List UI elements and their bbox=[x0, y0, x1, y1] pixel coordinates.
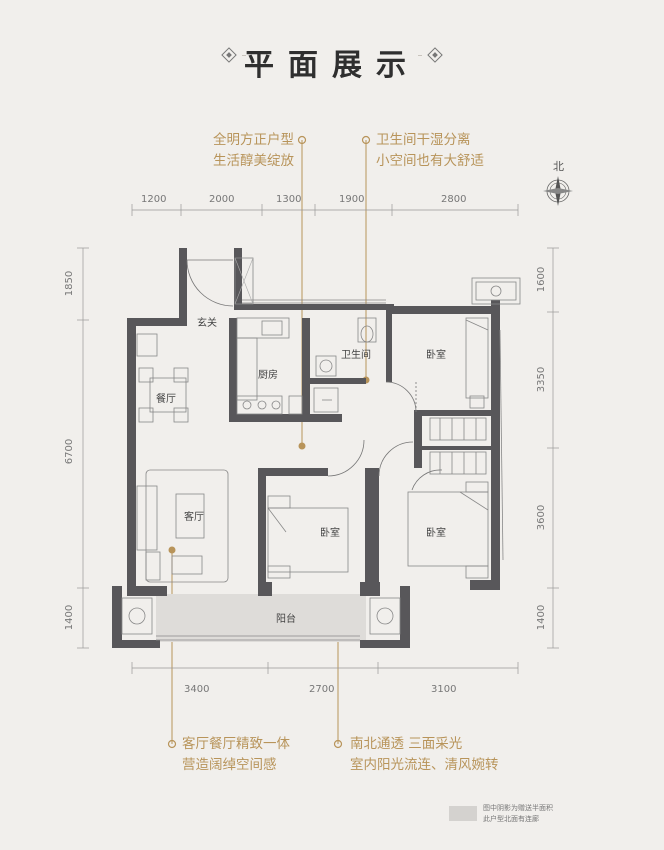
legend-text: 图中阴影为赠送半面积 此户型北面有连廊 bbox=[483, 803, 553, 825]
leader-top-right-ring bbox=[361, 135, 371, 145]
dim-left-3: 1400 bbox=[64, 604, 76, 631]
leader-bottom-right-ring bbox=[333, 739, 343, 749]
callout-top-left: 全明方正户型 生活醇美绽放 bbox=[210, 130, 294, 172]
dim-right-3: 3600 bbox=[536, 504, 548, 531]
dim-ticks-right bbox=[547, 247, 559, 649]
dim-top-4: 1900 bbox=[339, 194, 365, 205]
dim-top-3: 1300 bbox=[276, 194, 302, 205]
dim-ticks-left bbox=[77, 247, 89, 649]
callout-top-right-line1: 卫生间干湿分离 bbox=[376, 132, 471, 148]
dim-top-5: 2800 bbox=[441, 194, 467, 205]
dim-left-1: 1850 bbox=[64, 270, 76, 297]
callout-bottom-left-line1: 客厅餐厅精致一体 bbox=[182, 736, 290, 752]
callout-bottom-right-line1: 南北通透 三面采光 bbox=[350, 736, 463, 752]
legend-line2: 此户型北面有连廊 bbox=[483, 815, 539, 823]
title-rule-left bbox=[242, 55, 246, 56]
callout-bottom-left-line2: 营造阔绰空间感 bbox=[182, 757, 277, 773]
legend-line1: 图中阴影为赠送半面积 bbox=[483, 804, 553, 812]
dim-ticks-bottom bbox=[131, 662, 519, 674]
dim-top-1: 1200 bbox=[141, 194, 167, 205]
leader-top-left-ring bbox=[297, 135, 307, 145]
dim-right-4: 1400 bbox=[536, 604, 548, 631]
bathroom-fixtures bbox=[313, 317, 377, 413]
living-furniture bbox=[136, 469, 229, 583]
room-label-bathroom: 卫生间 bbox=[341, 350, 371, 361]
room-label-dining: 餐厅 bbox=[156, 394, 176, 405]
compass-icon bbox=[543, 176, 573, 206]
room-label-balcony: 阳台 bbox=[276, 614, 296, 625]
balcony-shading bbox=[156, 594, 366, 642]
dim-right-2: 3350 bbox=[536, 366, 548, 393]
callout-bottom-right: 南北通透 三面采光 室内阳光流连、清风婉转 bbox=[350, 734, 499, 776]
room-label-living: 客厅 bbox=[184, 512, 204, 523]
entry-cabinet bbox=[234, 257, 254, 305]
doors bbox=[186, 259, 443, 491]
dim-right-1: 1600 bbox=[536, 266, 548, 293]
title-rule-right bbox=[418, 55, 422, 56]
callout-top-right: 卫生间干湿分离 小空间也有大舒适 bbox=[376, 130, 484, 172]
callout-bottom-left: 客厅餐厅精致一体 营造阔绰空间感 bbox=[182, 734, 290, 776]
callout-top-left-line1: 全明方正户型 bbox=[213, 132, 294, 148]
room-label-bedroom-mid: 卧室 bbox=[320, 528, 340, 539]
dim-bottom-3: 3100 bbox=[431, 684, 457, 695]
entry-cabinet-cross bbox=[234, 257, 254, 305]
bedroom-mid-furniture bbox=[267, 495, 349, 579]
kitchen-fixtures bbox=[236, 317, 303, 415]
bedroom-ne-furniture bbox=[429, 317, 489, 441]
north-label: 北 bbox=[553, 160, 564, 173]
room-label-entry: 玄关 bbox=[197, 318, 217, 329]
leader-bottom-left-dot bbox=[168, 546, 176, 554]
legend-swatch bbox=[449, 806, 477, 821]
walls bbox=[112, 248, 500, 648]
dim-bottom-2: 2700 bbox=[309, 684, 335, 695]
room-label-bedroom-se: 卧室 bbox=[426, 528, 446, 539]
bedroom-se-furniture bbox=[407, 451, 489, 579]
room-label-bedroom-ne: 卧室 bbox=[426, 350, 446, 361]
leader-top-left-dot bbox=[298, 442, 306, 450]
diamond-ornament-left-icon bbox=[221, 47, 237, 63]
ac-unit bbox=[471, 277, 521, 305]
balcony-fixtures bbox=[121, 597, 401, 635]
callout-top-left-line2: 生活醇美绽放 bbox=[213, 153, 294, 169]
callout-bottom-right-line2: 室内阳光流连、清风婉转 bbox=[350, 757, 499, 773]
room-label-kitchen: 厨房 bbox=[258, 370, 278, 381]
dining-furniture bbox=[136, 333, 189, 423]
page-title: 平面展示 bbox=[244, 48, 420, 83]
dim-top-2: 2000 bbox=[209, 194, 235, 205]
callout-top-right-line2: 小空间也有大舒适 bbox=[376, 153, 484, 169]
dim-ticks-top bbox=[131, 204, 519, 216]
diamond-ornament-right-icon bbox=[427, 47, 443, 63]
windows bbox=[156, 299, 504, 641]
dim-left-2: 6700 bbox=[64, 438, 76, 465]
dim-bottom-1: 3400 bbox=[184, 684, 210, 695]
leader-bottom-left-ring bbox=[167, 739, 177, 749]
